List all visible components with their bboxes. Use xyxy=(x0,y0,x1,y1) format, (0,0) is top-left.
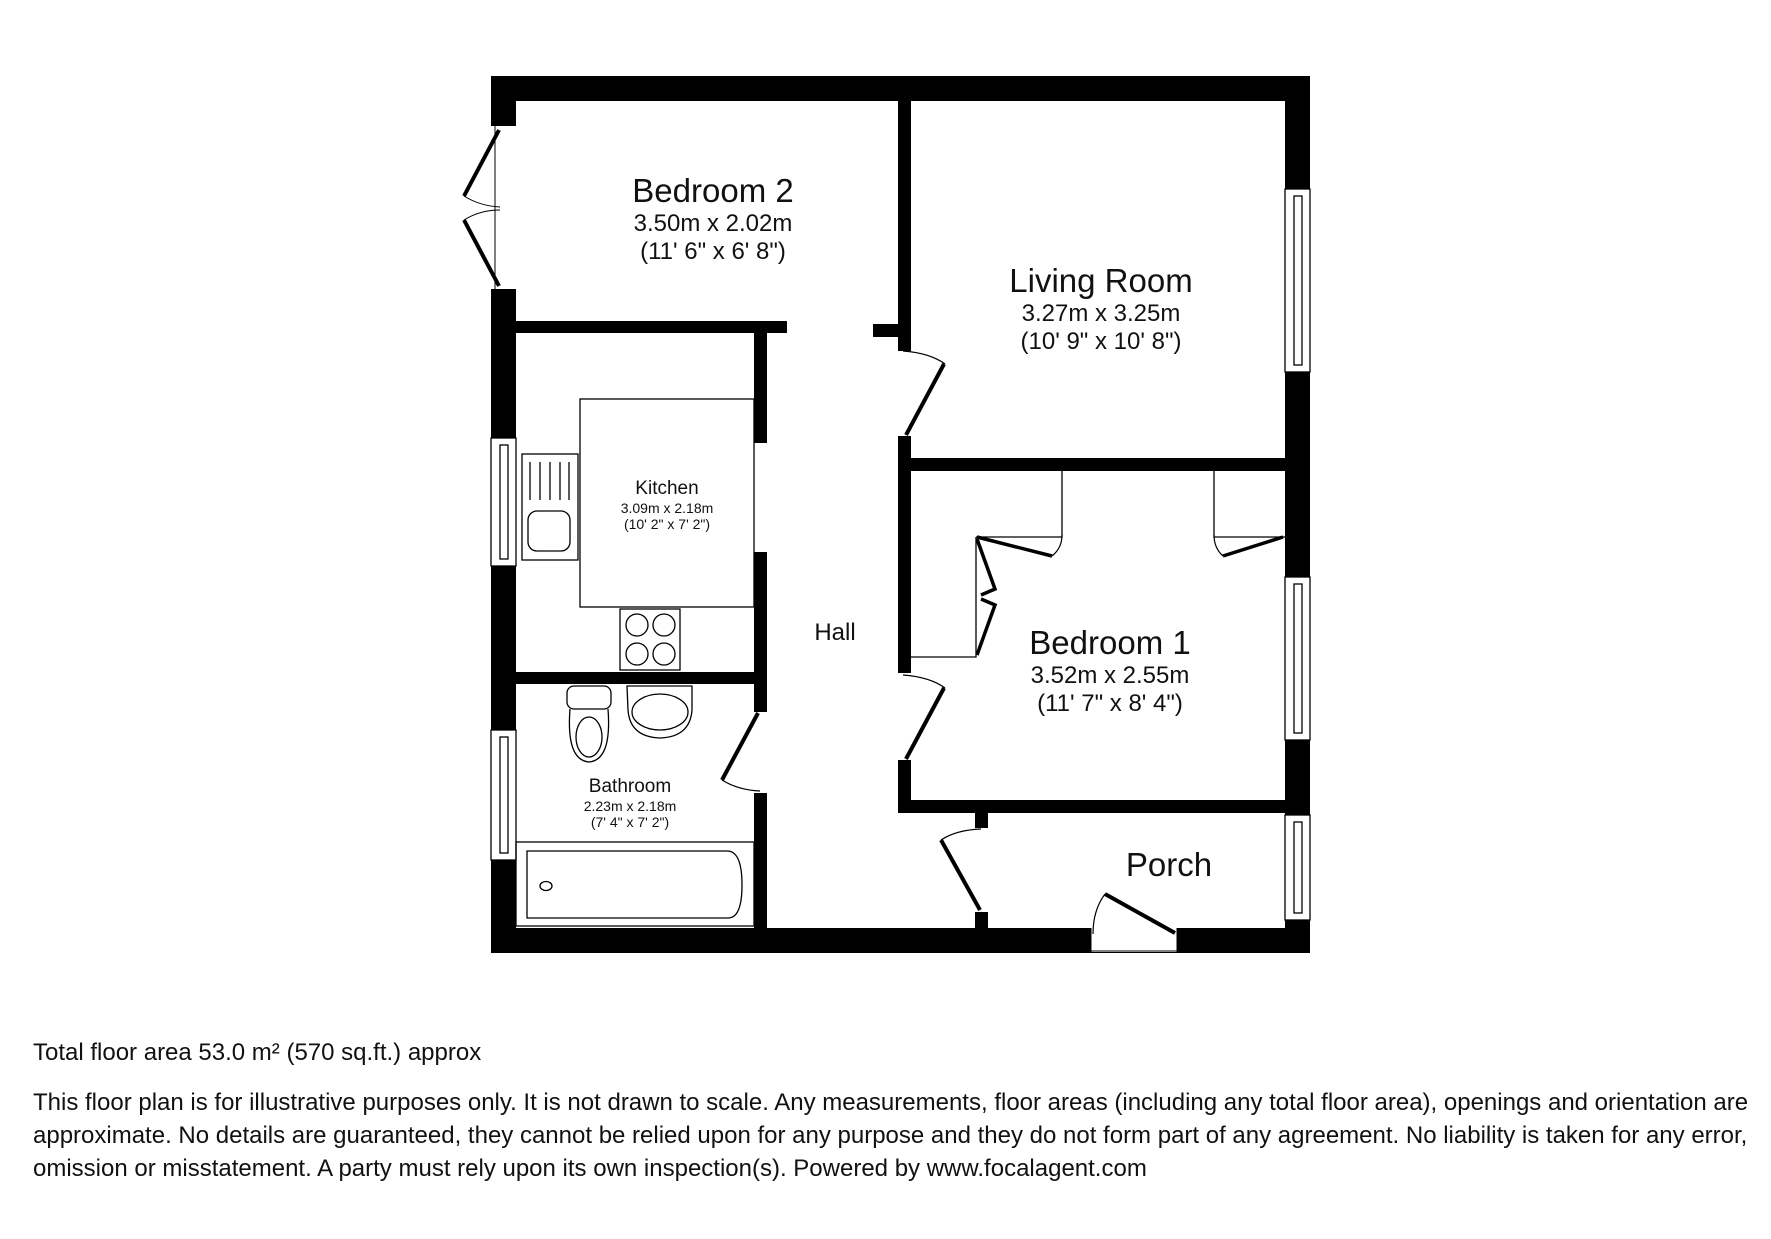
wall-kitchen-right xyxy=(754,552,767,712)
window-icon xyxy=(1284,576,1311,741)
wall-kitchen-right xyxy=(754,333,767,443)
room-dimensions-imperial: (11' 7" x 8' 4") xyxy=(1037,689,1183,717)
counter-outline xyxy=(579,398,755,608)
outer-wall-right xyxy=(1285,372,1310,577)
hob-icon xyxy=(619,608,681,671)
room-dimensions-metric: 3.09m x 2.18m xyxy=(620,499,714,516)
wardrobe-icon xyxy=(1213,471,1285,558)
room-dimensions-imperial: (11' 6" x 6' 8") xyxy=(640,237,786,265)
room-label-living-room: Living Room 3.27m x 3.25m (10' 9" x 10' … xyxy=(1009,262,1192,355)
room-name: Hall xyxy=(814,619,856,646)
wall-bathroom-right xyxy=(754,793,767,928)
bath-icon xyxy=(515,841,755,927)
outer-wall-left xyxy=(491,289,516,438)
wall-bedroom1-bottom xyxy=(898,800,1285,813)
door-icon xyxy=(720,712,761,792)
outer-wall-top xyxy=(491,76,1310,101)
wardrobes xyxy=(911,471,1285,658)
sink-icon xyxy=(521,453,579,561)
room-label-kitchen: Kitchen 3.09m x 2.18m (10' 2" x 7' 2") xyxy=(621,478,714,532)
room-name: Porch xyxy=(1125,846,1213,883)
room-dimensions-imperial: (10' 9" x 10' 8") xyxy=(1020,327,1182,355)
room-name: Kitchen xyxy=(635,478,699,499)
outer-wall-right xyxy=(1285,740,1310,815)
room-name: Bedroom 1 xyxy=(1029,624,1191,661)
room-label-hall: Hall xyxy=(814,619,855,647)
wall-kitchen-bathroom xyxy=(516,672,767,684)
wall-stub xyxy=(873,324,911,337)
outer-wall-left xyxy=(491,76,516,126)
wall-kitchen-top xyxy=(516,321,787,333)
total-floor-area: Total floor area 53.0 m² (570 sq.ft.) ap… xyxy=(33,1039,482,1066)
toilet-icon xyxy=(566,685,612,763)
room-dimensions-imperial: (7' 4" x 7' 2") xyxy=(590,813,670,830)
room-name: Bedroom 2 xyxy=(632,172,794,209)
front-door-icon xyxy=(1090,892,1178,952)
window-icon xyxy=(1284,188,1311,373)
room-dimensions-metric: 3.52m x 2.55m xyxy=(1030,661,1190,689)
wall-bedroom1-left xyxy=(898,760,911,812)
wall-bedroom2-living xyxy=(898,101,911,351)
basin-icon xyxy=(626,685,693,739)
room-name: Living Room xyxy=(1009,262,1193,299)
bathroom-fittings xyxy=(515,685,755,927)
door-icon xyxy=(939,828,982,911)
kitchen-fittings xyxy=(521,398,755,671)
outer-wall-bottom xyxy=(491,928,1310,953)
outer-wall-right xyxy=(1285,76,1310,189)
outer-wall-left xyxy=(491,566,516,730)
door-icon xyxy=(902,350,946,436)
room-dimensions-imperial: (10' 2" x 7' 2") xyxy=(623,515,711,532)
room-dimensions-metric: 2.23m x 2.18m xyxy=(583,797,677,814)
outer-wall-right xyxy=(1285,920,1310,953)
wall-living-bottom xyxy=(898,458,1285,471)
wall-porch-stub xyxy=(975,912,988,928)
room-dimensions-metric: 3.50m x 2.02m xyxy=(633,209,793,237)
wall-porch-stub xyxy=(975,812,988,828)
room-dimensions-metric: 3.27m x 3.25m xyxy=(1021,299,1181,327)
wardrobe-icon xyxy=(911,471,1063,658)
wall-bedroom1-left xyxy=(898,436,911,673)
room-label-bathroom: Bathroom 2.23m x 2.18m (7' 4" x 7' 2") xyxy=(584,776,677,830)
disclaimer-text: This floor plan is for illustrative purp… xyxy=(33,1089,1749,1182)
window-icon xyxy=(1284,814,1311,921)
room-label-bedroom2: Bedroom 2 3.50m x 2.02m (11' 6" x 6' 8") xyxy=(632,172,793,265)
door-icon xyxy=(902,674,946,760)
room-label-bedroom1: Bedroom 1 3.52m x 2.55m (11' 7" x 8' 4") xyxy=(1029,624,1190,717)
room-label-porch: Porch xyxy=(1126,846,1212,884)
room-name: Bathroom xyxy=(588,776,672,797)
windows xyxy=(490,188,1311,921)
outer-wall-left xyxy=(491,860,516,953)
window-icon xyxy=(490,437,517,567)
window-icon xyxy=(490,729,517,861)
doors xyxy=(462,126,1178,952)
floor-plan xyxy=(462,76,1311,953)
french-door-icon xyxy=(462,126,501,289)
